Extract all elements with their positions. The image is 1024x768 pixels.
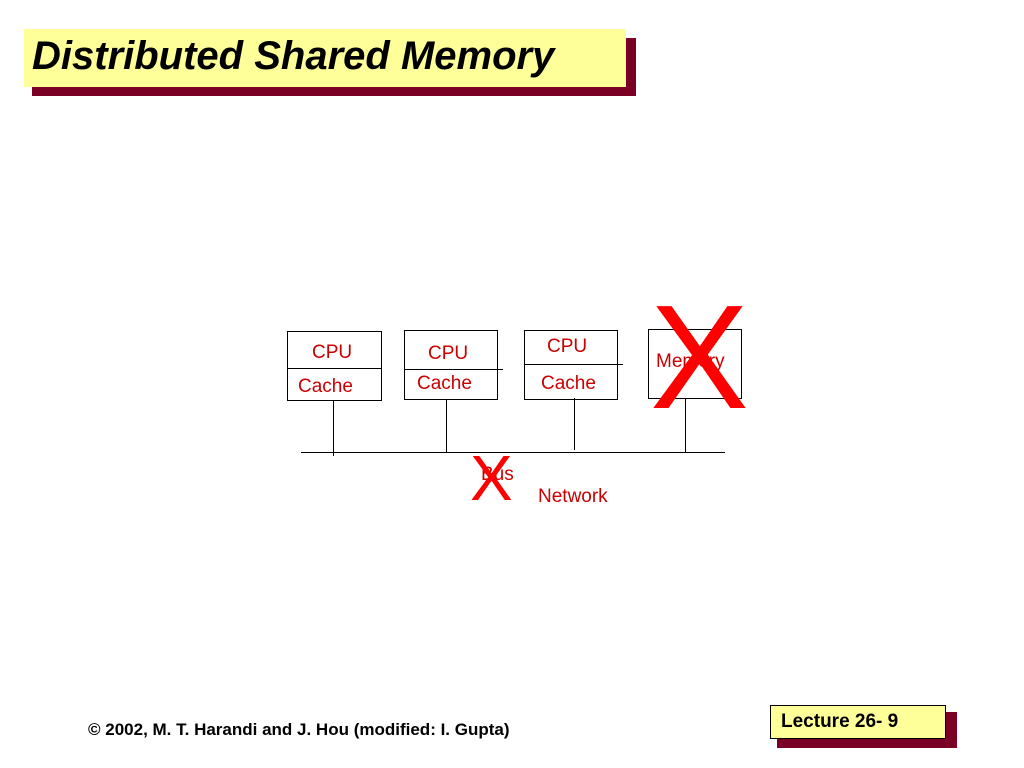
network-label: Network <box>538 486 608 507</box>
title-banner: Distributed Shared Memory <box>24 29 626 87</box>
memory-label: Memory <box>656 351 725 372</box>
cross-mark-memory: X <box>650 275 749 440</box>
bus-line <box>301 452 725 453</box>
connector-line <box>574 398 575 450</box>
node-divider <box>405 369 503 370</box>
cpu-label: CPU <box>428 343 469 364</box>
cross-mark-bus: X <box>470 442 513 514</box>
connector-line <box>446 400 447 453</box>
node-divider <box>525 364 623 365</box>
cpu-cache-node-3: CPU Cache <box>524 330 623 400</box>
connector-line <box>333 401 334 456</box>
node-divider <box>288 368 381 369</box>
memory-node: Memory <box>648 329 742 399</box>
copyright-footer: © 2002, M. T. Harandi and J. Hou (modifi… <box>88 720 510 739</box>
cpu-cache-node-1: CPU Cache <box>287 331 382 401</box>
lecture-number: Lecture 26- 9 <box>781 711 899 732</box>
bus-label: Bus <box>481 464 514 485</box>
cache-label: Cache <box>417 373 472 394</box>
cpu-label: CPU <box>547 336 588 357</box>
connector-line <box>685 399 686 452</box>
slide-title: Distributed Shared Memory <box>32 34 555 78</box>
cache-label: Cache <box>541 373 596 394</box>
cpu-cache-node-2: CPU Cache <box>404 330 503 400</box>
cache-label: Cache <box>298 376 353 397</box>
cpu-label: CPU <box>312 342 353 363</box>
lecture-badge: Lecture 26- 9 <box>770 705 946 739</box>
